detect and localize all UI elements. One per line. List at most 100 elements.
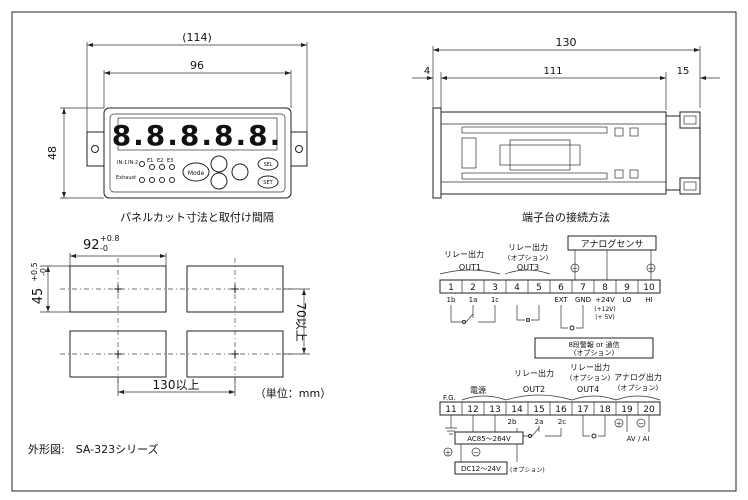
svg-text:＋: ＋ xyxy=(648,265,655,273)
ground-symbol xyxy=(445,415,457,435)
cut-width: 92 xyxy=(83,238,100,253)
group-analog-out-opt: (オプション) xyxy=(618,384,659,392)
cut-width-tol-minus: -0 xyxy=(100,244,108,253)
group-out4-opt: (オプション) xyxy=(570,374,611,382)
led-indicator xyxy=(139,161,145,167)
voltage-alt-12v: (+12V) xyxy=(594,306,615,313)
terminal-wiring: リレー出力 OUT1 リレー出力 (オプション) OUT3 アナログセンサ － … xyxy=(439,235,662,475)
front-view: (114) 96 48 8.8.8.8.8. IN-1 IN-2 E1 E2 E… xyxy=(46,31,308,224)
group-relay1-sub: OUT1 xyxy=(459,263,481,272)
terminal-label: 2c xyxy=(558,418,566,426)
led-label-e2: E2 xyxy=(157,158,163,164)
right-bracket xyxy=(290,131,308,167)
group-out2-sub: OUT2 xyxy=(523,385,545,394)
svg-text:－: － xyxy=(638,420,645,428)
svg-text:＋: ＋ xyxy=(616,420,623,428)
terminal-label: +24V xyxy=(595,296,615,304)
right-button[interactable] xyxy=(231,163,249,181)
terminal-label: 1c xyxy=(491,296,499,304)
group-out4-title: リレー出力 xyxy=(570,362,610,372)
unit-note: （単位：mm） xyxy=(255,386,331,400)
svg-text:+: + xyxy=(113,347,123,361)
horizontal-spacing: 130以上 xyxy=(153,378,200,392)
led-label-exhaust: Exhaust xyxy=(116,175,136,181)
footer-model: 外形図: SA-323シリーズ xyxy=(28,442,159,456)
svg-text:－: － xyxy=(473,449,480,457)
group-relay2-title: リレー出力 xyxy=(508,242,548,252)
seven-segment-display: 8.8.8.8.8. xyxy=(112,119,283,152)
side-bezel xyxy=(432,107,442,199)
terminal-row-2-cells xyxy=(461,402,639,415)
terminal-label: 1a xyxy=(469,296,478,304)
dim-total-length: 130 xyxy=(556,36,577,49)
group-relay2-opt: (オプション) xyxy=(508,254,549,262)
up-button[interactable] xyxy=(210,155,228,173)
dim-front-depth: 4 xyxy=(424,66,430,77)
group-analog-out-title: アナログ出力 xyxy=(614,372,662,382)
side-vents xyxy=(461,126,639,180)
terminal-number: 12 xyxy=(467,405,478,415)
sel-button[interactable] xyxy=(257,157,279,171)
led-indicator xyxy=(159,164,165,170)
set-button[interactable] xyxy=(257,175,279,189)
cut-height-tol-plus: +0.5 xyxy=(30,262,39,281)
mode-button[interactable] xyxy=(182,162,210,182)
terminal-row-1-cells xyxy=(461,280,639,293)
dim-body-width: 96 xyxy=(190,59,204,72)
side-view: 130 4 111 15 xyxy=(412,36,720,224)
terminal-number: 7 xyxy=(580,283,586,293)
drawing-border xyxy=(11,11,737,492)
analog-sensor-label: アナログセンサ xyxy=(581,238,644,250)
dc-option-label: (オプション) xyxy=(510,467,545,474)
mode-button-label: Mode xyxy=(188,170,205,177)
terminal-number: 17 xyxy=(577,405,588,415)
dc-supply-label: DC12～24V xyxy=(461,465,501,473)
vertical-spacing: 70以上 xyxy=(294,302,308,341)
left-bracket xyxy=(86,131,105,167)
down-button[interactable] xyxy=(210,172,228,190)
front-view-caption: パネルカット寸法と取付け間隔 xyxy=(120,210,274,224)
led-label-e1: E1 xyxy=(147,158,153,164)
terminal-label: LO xyxy=(622,296,632,304)
voltage-alt-5v: (+ 5V) xyxy=(595,314,615,321)
dim-body-depth: 111 xyxy=(543,66,562,77)
dc-supply-box xyxy=(454,461,508,475)
svg-text:+: + xyxy=(230,282,240,296)
ac-supply-label: AC85～264V xyxy=(467,435,511,443)
terminal-number: 16 xyxy=(555,405,567,415)
terminal-number: 8 xyxy=(602,283,608,293)
option-box xyxy=(534,337,654,359)
svg-text:+: + xyxy=(113,282,123,296)
panel-cut-layout: 92 +0.8 -0 45 +0.5 -0 + + + + xyxy=(28,234,331,456)
group-relay1-title: リレー出力 xyxy=(444,249,484,259)
dim-overall-width: (114) xyxy=(182,31,212,44)
cut-width-tol-plus: +0.8 xyxy=(100,234,119,243)
terminal-label: 1b xyxy=(447,296,456,304)
cut-height-tol-minus: -0 xyxy=(39,268,48,276)
led-label-in1: IN-1 xyxy=(117,160,127,166)
terminal-number: 1 xyxy=(448,283,454,293)
group-power-title: 電源 xyxy=(470,386,486,395)
led-indicator xyxy=(139,177,145,183)
dim-rear-depth: 15 xyxy=(677,66,690,77)
svg-text:－: － xyxy=(572,265,579,273)
analog-sensor-box xyxy=(567,235,657,251)
terminal-number: 18 xyxy=(599,405,611,415)
terminal-label: EXT xyxy=(554,296,568,304)
terminal-number: 15 xyxy=(533,405,544,415)
terminal-number: 3 xyxy=(492,283,498,293)
led-indicator xyxy=(149,177,155,183)
group-out4-sub: OUT4 xyxy=(577,385,599,394)
analog-out-label: AV / AI xyxy=(627,435,650,443)
terminal-label: 2a xyxy=(535,418,544,426)
display-window xyxy=(117,117,278,151)
terminal-number: 14 xyxy=(511,405,523,415)
terminal-number: 5 xyxy=(536,283,542,293)
led-indicator xyxy=(169,177,175,183)
terminal-label: 2b xyxy=(508,418,517,426)
terminal-number: 10 xyxy=(643,283,655,293)
svg-text:+: + xyxy=(230,347,240,361)
led-indicator xyxy=(169,164,175,170)
